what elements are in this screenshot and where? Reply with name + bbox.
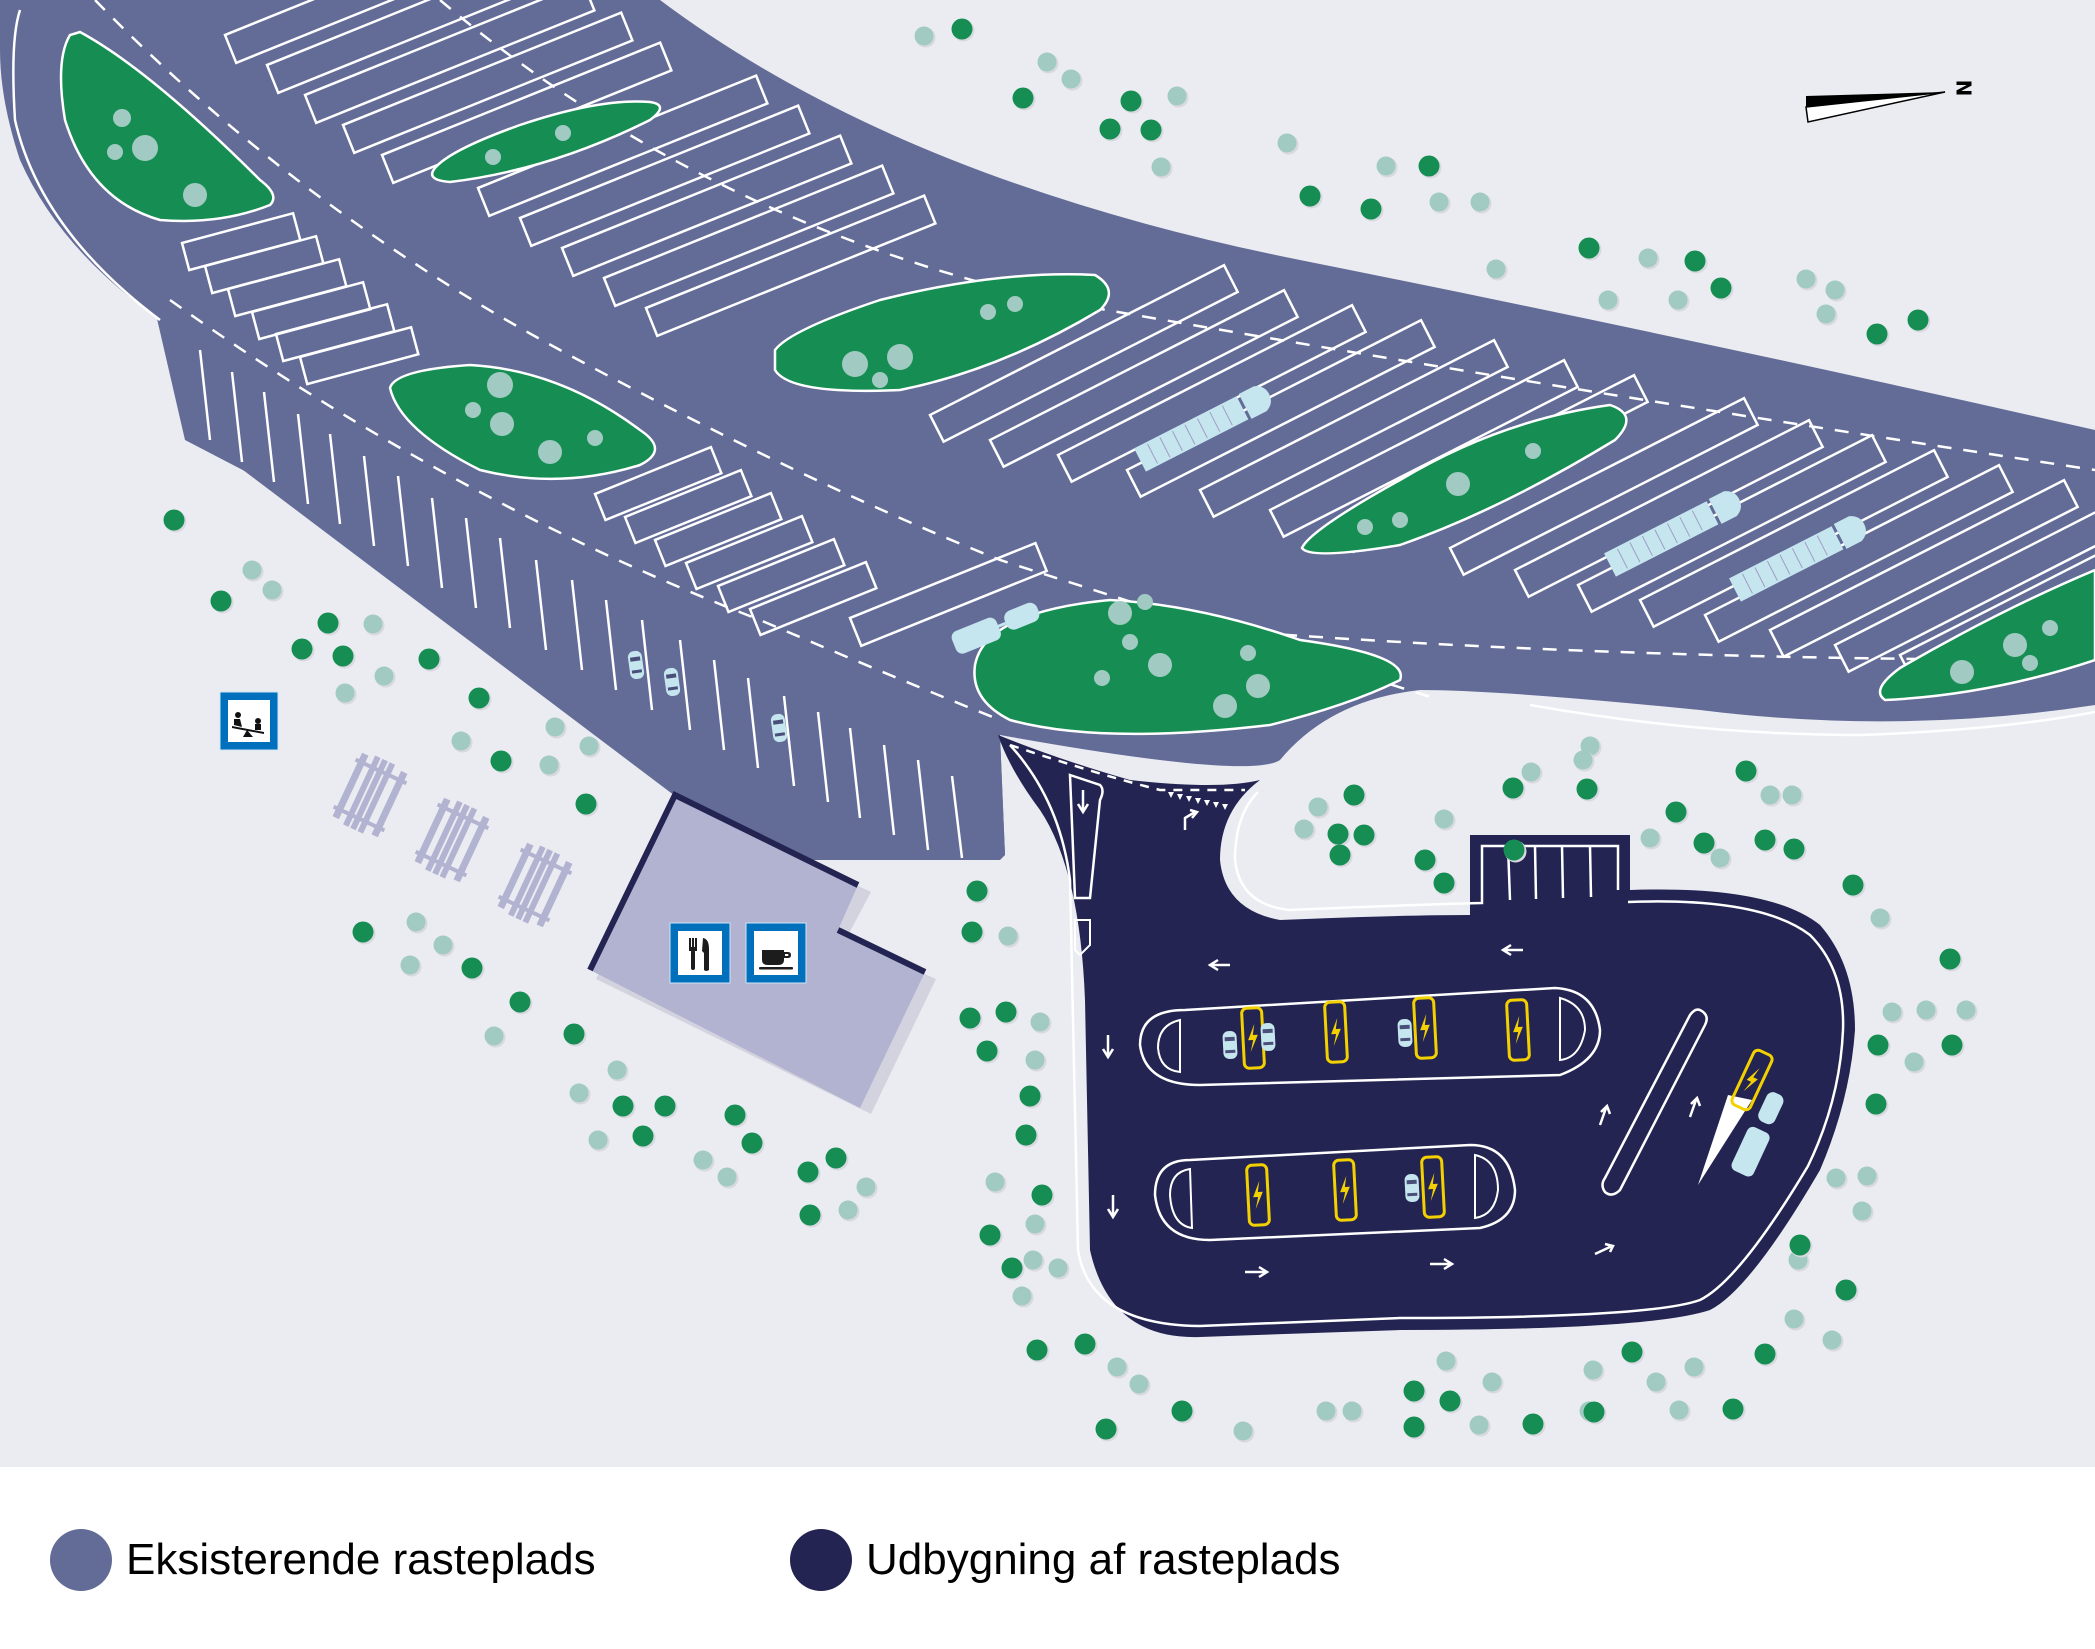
parked-vehicles (627, 381, 1872, 743)
charging-island-lower (1153, 1143, 1517, 1242)
legend: Eksisterende rasteplads Udbygning af ras… (0, 1467, 2095, 1649)
north-arrow-icon (1805, 91, 1946, 123)
picnic-table-icon (497, 842, 573, 928)
picnic-table-icon (414, 797, 490, 883)
expansion-rest-area (998, 735, 1855, 1338)
car-stalls-strip (198, 349, 964, 859)
existing-area-surface (0, 0, 2095, 860)
green-island (59, 30, 275, 223)
legend-swatch-existing (50, 1529, 112, 1591)
coffee-cup-icon (759, 950, 793, 970)
car-stalls-angled (180, 211, 1049, 648)
legend-item-existing: Eksisterende rasteplads (50, 1529, 596, 1591)
green-island (1878, 568, 2095, 702)
car-icon (1397, 1018, 1413, 1048)
expansion-stalls (1506, 845, 1593, 901)
direction-arrows (1076, 790, 1702, 1279)
map-canvas (0, 0, 2095, 1443)
car-trailer-icon (1731, 1092, 1784, 1177)
truck-lane-island (1601, 1008, 1708, 1196)
car-trailer-icon (951, 602, 1040, 654)
yield-markings (1168, 792, 1228, 810)
legend-label-expansion: Udbygning af rasteplads (866, 1535, 1341, 1584)
car-icon (1404, 1173, 1420, 1203)
restaurant-sign[interactable] (669, 922, 731, 984)
legend-item-expansion: Udbygning af rasteplads (790, 1529, 1341, 1591)
car-icon (1260, 1022, 1276, 1052)
green-island (973, 598, 1403, 736)
legend-swatch-expansion (790, 1529, 852, 1591)
picnic-table-icon (332, 752, 408, 838)
fork-knife-icon (689, 938, 709, 971)
charging-island-upper (1138, 986, 1602, 1087)
site-map: N (0, 0, 2095, 1467)
legend-label-existing: Eksisterende rasteplads (126, 1535, 596, 1584)
playground-sign[interactable] (219, 691, 279, 751)
picnic-tables (332, 752, 573, 928)
green-island (388, 363, 657, 481)
compass-north-label: N (1952, 79, 1977, 97)
existing-rest-area (0, 0, 2095, 860)
cafe-sign[interactable] (745, 922, 807, 984)
seesaw-icon (232, 712, 264, 737)
expansion-area-surface (998, 735, 1855, 1338)
green-islands (59, 30, 2095, 736)
car-icon (1222, 1030, 1238, 1060)
